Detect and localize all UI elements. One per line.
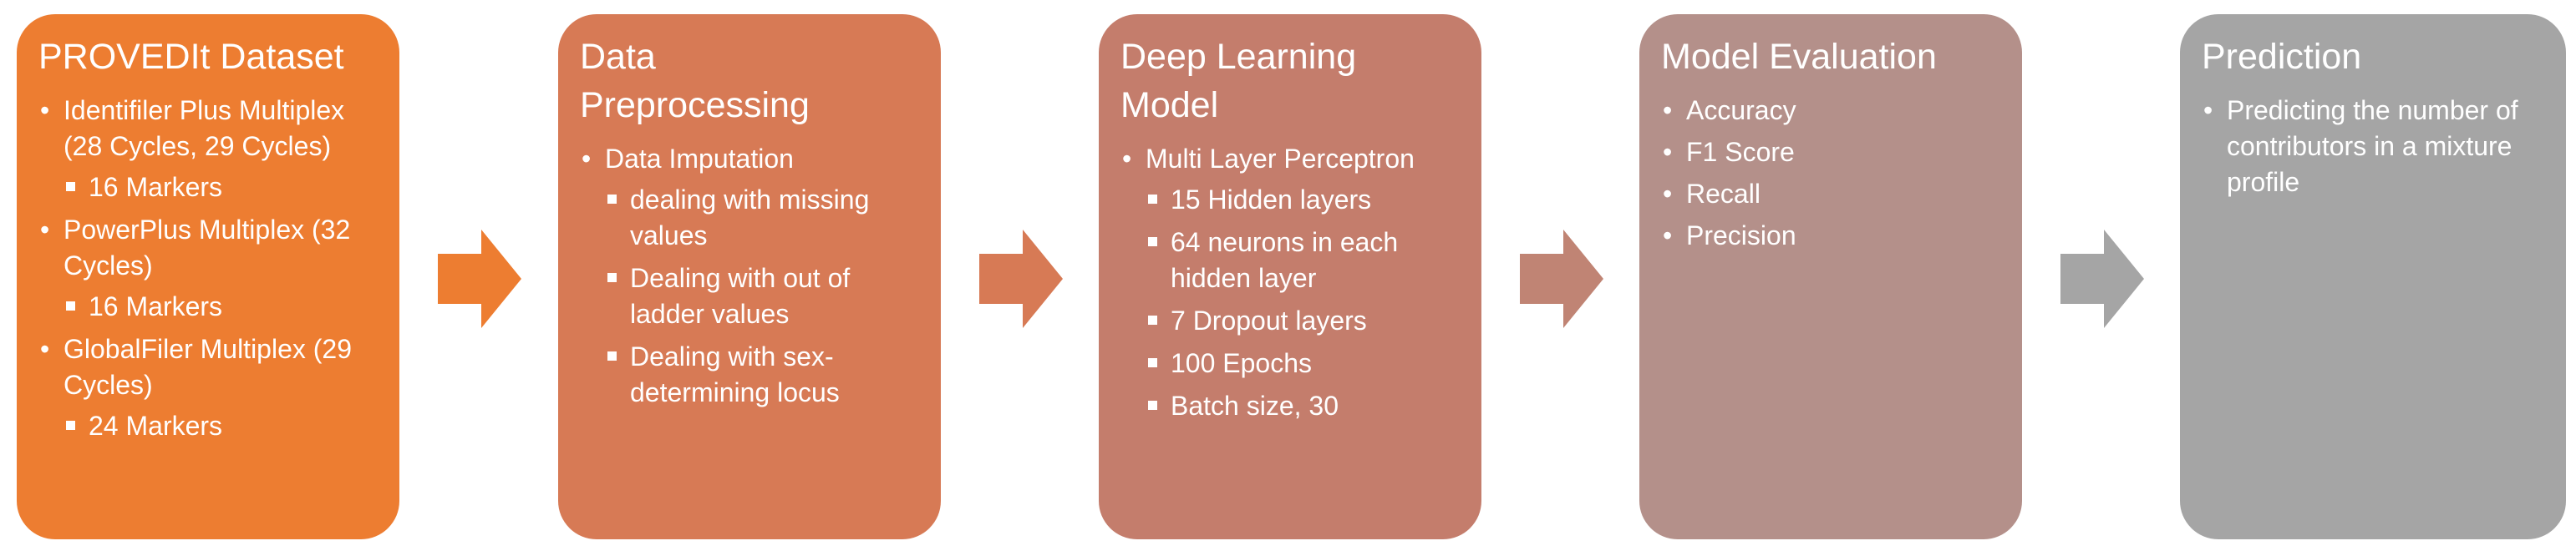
round-bullet-icon: •: [40, 334, 50, 364]
stage-item-text: Data Imputation: [605, 144, 794, 174]
stage-items: • Identifiler Plus Multiplex (28 Cycles, …: [38, 93, 383, 444]
stage-item-text: GlobalFiler Multiplex (29 Cycles): [64, 334, 353, 400]
sub-item: Batch size, 30: [1146, 388, 1465, 424]
arrow-right-icon: [438, 230, 521, 328]
stage-item: • PowerPlus Multiplex (32 Cycles) 16 Marke…: [38, 212, 383, 325]
sub-items: 16 Markers: [64, 289, 383, 325]
sub-item-text: 7 Dropout layers: [1171, 306, 1367, 336]
stage-box: Data Preprocessing • Data Imputation deali…: [558, 14, 941, 539]
sub-item-text: Dealing with sex-determining locus: [630, 341, 840, 407]
stage-item: • Precision: [1661, 218, 2005, 254]
stage-item-text: Multi Layer Perceptron: [1146, 144, 1415, 174]
sub-item: 7 Dropout layers: [1146, 303, 1465, 339]
round-bullet-icon: •: [2203, 95, 2213, 125]
round-bullet-icon: •: [582, 144, 592, 174]
arrow-right-icon: [1520, 230, 1603, 328]
sub-items: 24 Markers: [64, 408, 383, 444]
sub-item: 100 Epochs: [1146, 346, 1465, 382]
stage-box: Prediction • Predicting the number of con…: [2180, 14, 2566, 539]
stage-item-text: F1 Score: [1686, 137, 1795, 167]
round-bullet-icon: •: [1663, 95, 1673, 125]
square-bullet-icon: [1148, 237, 1157, 246]
stage-title: Deep Learning Model: [1120, 37, 1357, 125]
arrow-right-icon: [979, 230, 1063, 328]
stage-item: • GlobalFiler Multiplex (29 Cycles) 24 Mar…: [38, 331, 383, 444]
sub-item: Dealing with out of ladder values: [605, 260, 924, 332]
sub-item: 24 Markers: [64, 408, 383, 444]
sub-item-text: 16 Markers: [89, 172, 223, 202]
stage-items: • Accuracy • F1 Score • Recall • Precision: [1661, 93, 2005, 254]
stage-item-text: PowerPlus Multiplex (32 Cycles): [64, 215, 351, 281]
sub-item-text: 16 Markers: [89, 291, 223, 321]
stage-item: • Predicting the number of contributors i…: [2202, 93, 2549, 200]
stage-items: • Data Imputation dealing with missing val…: [580, 141, 924, 411]
stage-item-text: Predicting the number of contributors in…: [2227, 95, 2518, 197]
stage-box: Deep Learning Model • Multi Layer Percept…: [1099, 14, 1481, 539]
sub-items: 15 Hidden layers 64 neurons in each hidde…: [1146, 182, 1465, 424]
stage-title: Prediction: [2202, 37, 2362, 77]
stage-item-text: Accuracy: [1686, 95, 1796, 125]
round-bullet-icon: •: [40, 215, 50, 245]
stage-item: • Data Imputation dealing with missing val…: [580, 141, 924, 411]
stage-title: PROVEDIt Dataset: [38, 37, 344, 77]
square-bullet-icon: [1148, 316, 1157, 325]
round-bullet-icon: •: [1663, 220, 1673, 250]
stage-item: • F1 Score: [1661, 134, 2005, 170]
stage-item-text: Identifiler Plus Multiplex (28 Cycles, 2…: [64, 95, 345, 161]
round-bullet-icon: •: [1663, 137, 1673, 167]
sub-item: dealing with missing values: [605, 182, 924, 254]
round-bullet-icon: •: [40, 95, 50, 125]
stage-item: • Recall: [1661, 176, 2005, 212]
round-bullet-icon: •: [1122, 144, 1132, 174]
arrow-right-icon: [2060, 230, 2144, 328]
arrow-shape: [438, 230, 521, 328]
sub-item: Dealing with sex-determining locus: [605, 339, 924, 411]
stage-box: PROVEDIt Dataset • Identifiler Plus Multi…: [17, 14, 399, 539]
sub-item-text: 64 neurons in each hidden layer: [1171, 227, 1399, 293]
sub-item-text: dealing with missing values: [630, 184, 870, 250]
sub-item-text: 100 Epochs: [1171, 348, 1313, 378]
sub-item-text: Dealing with out of ladder values: [630, 263, 851, 329]
stage-item: • Identifiler Plus Multiplex (28 Cycles, …: [38, 93, 383, 205]
sub-item-text: 24 Markers: [89, 411, 223, 441]
stage-box: Model Evaluation • Accuracy • F1 Score • Reca…: [1639, 14, 2022, 539]
stage-item: • Accuracy: [1661, 93, 2005, 129]
stage-item-text: Precision: [1686, 220, 1796, 250]
square-bullet-icon: [66, 421, 75, 430]
round-bullet-icon: •: [1663, 179, 1673, 209]
sub-item: 16 Markers: [64, 289, 383, 325]
sub-item-text: 15 Hidden layers: [1171, 184, 1372, 215]
square-bullet-icon: [66, 182, 75, 191]
stage-title: Model Evaluation: [1661, 37, 1937, 77]
stage-title: Data Preprocessing: [580, 37, 810, 125]
arrow-shape: [979, 230, 1063, 328]
sub-item: 15 Hidden layers: [1146, 182, 1465, 218]
stage-items: • Predicting the number of contributors i…: [2202, 93, 2549, 200]
stage-item: • Multi Layer Perceptron 15 Hidden layers 6…: [1120, 141, 1465, 424]
sub-items: 16 Markers: [64, 169, 383, 205]
square-bullet-icon: [607, 195, 617, 204]
square-bullet-icon: [1148, 195, 1157, 204]
square-bullet-icon: [607, 273, 617, 282]
square-bullet-icon: [607, 351, 617, 361]
square-bullet-icon: [1148, 358, 1157, 367]
arrow-shape: [1520, 230, 1603, 328]
square-bullet-icon: [1148, 401, 1157, 410]
arrow-shape: [2060, 230, 2144, 328]
square-bullet-icon: [66, 301, 75, 311]
sub-item: 64 neurons in each hidden layer: [1146, 225, 1465, 296]
stage-item-text: Recall: [1686, 179, 1761, 209]
stage-items: • Multi Layer Perceptron 15 Hidden layers 6…: [1120, 141, 1465, 424]
sub-item: 16 Markers: [64, 169, 383, 205]
sub-item-text: Batch size, 30: [1171, 391, 1339, 421]
